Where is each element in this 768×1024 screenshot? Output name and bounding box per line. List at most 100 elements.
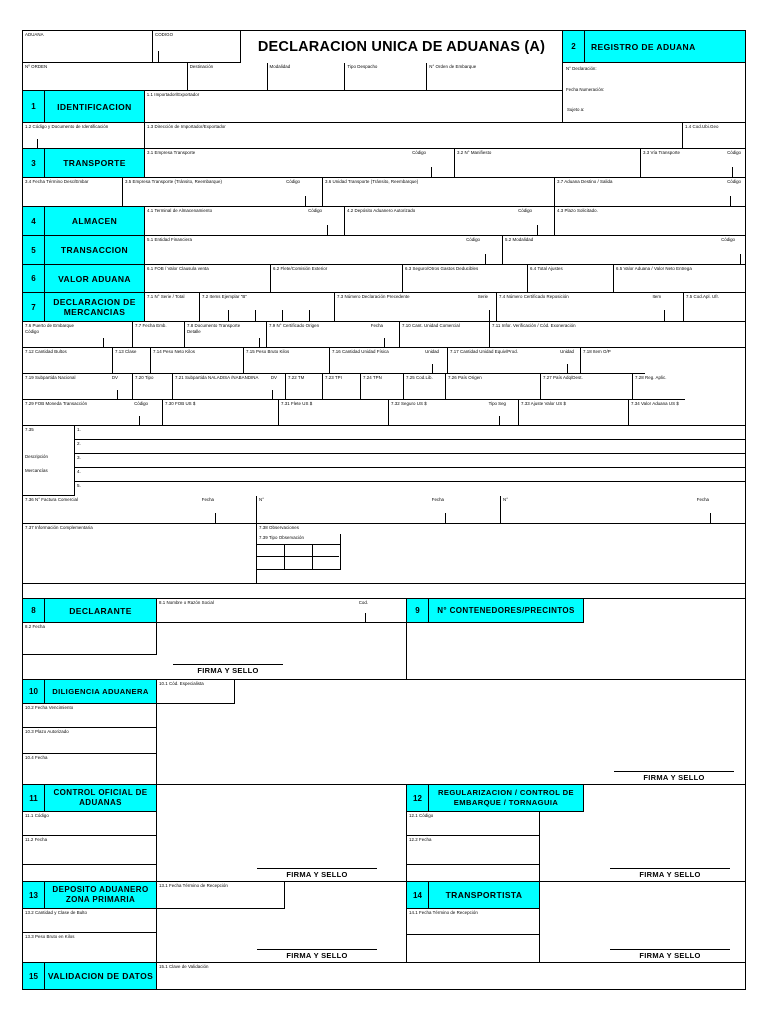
control-body[interactable]: FIRMA Y SELLO: [157, 812, 406, 881]
registro-details[interactable]: N° Declaración: Fecha Numeración: Sujeto…: [563, 63, 745, 123]
field-4-2[interactable]: 4.2 Depósito Aduanero Autorizado Código: [345, 207, 555, 236]
field-7-12[interactable]: 7.12 Cantidad Bultos: [23, 348, 113, 374]
field-15-1[interactable]: 15.1 Clave de Validación: [157, 963, 745, 989]
field-5-1[interactable]: 5.1 Entidad Financiera Código: [145, 236, 503, 265]
codigo-field[interactable]: CODIGO: [153, 31, 241, 63]
field-1-1[interactable]: 1.1 Importador/Exportador: [144, 91, 562, 123]
declarante-blank[interactable]: [157, 623, 406, 655]
field-10-4[interactable]: 10.4 Fecha: [23, 754, 156, 784]
field-7-9[interactable]: 7.9 N° Certificado Origen Fecha: [267, 322, 400, 348]
diligencia-blank-top[interactable]: [235, 680, 744, 704]
field-10-3[interactable]: 10.3 Plazo Autorizado: [23, 728, 156, 754]
tipo-observacion-cell[interactable]: [313, 557, 339, 569]
field-7-34[interactable]: 7.34 Valor Aduana US $: [629, 400, 745, 426]
contenedores-blank-top[interactable]: [584, 599, 744, 623]
modalidad-field[interactable]: Modalidad: [267, 63, 346, 91]
control-blank-top[interactable]: [157, 785, 406, 812]
field-7-13[interactable]: 7.13 Clase: [113, 348, 151, 374]
field-7-36-third[interactable]: N° Fecha: [501, 496, 745, 524]
diligencia-body[interactable]: FIRMA Y SELLO: [157, 704, 744, 784]
orden-embarque-field[interactable]: N° Orden de Embarque: [427, 63, 562, 91]
tipo-despacho-field[interactable]: Tipo Despacho: [345, 63, 428, 91]
deposito-blank-top[interactable]: [285, 882, 406, 909]
field-5-2[interactable]: 5.2 Modalidad Código: [503, 236, 745, 265]
list-item[interactable]: 1.: [75, 426, 745, 440]
orden-field[interactable]: Nº ORDEN: [23, 63, 188, 91]
field-7-10[interactable]: 7.10 Cant. Unidad Comercial: [400, 322, 490, 348]
field-3-2[interactable]: 3.2 N° Manifiesto: [455, 149, 641, 178]
deposito-body[interactable]: FIRMA Y SELLO: [157, 909, 406, 962]
field-7-5[interactable]: 7.5 Cod.Apl. Ufr.: [684, 293, 745, 322]
tipo-observacion-cell[interactable]: [313, 545, 339, 557]
field-4-1[interactable]: 4.1 Terminal de Almacenamiento Código: [145, 207, 345, 236]
field-7-11[interactable]: 7.11 Infor. Verificación / Cód. Exonerac…: [490, 322, 745, 348]
field-7-18[interactable]: 7.18 Item O/P: [581, 348, 645, 374]
field-11-2[interactable]: 11.2 Fecha: [23, 836, 156, 865]
field-3-4[interactable]: 3.4 Fecha Término Desc/Embar: [23, 178, 123, 207]
field-13-2[interactable]: 13.2 Cantidad y Clase de Bulto: [23, 909, 156, 933]
field-7-16[interactable]: 7.16 Cantidad Unidad Física Unidad: [330, 348, 448, 374]
list-item[interactable]: 4.: [75, 468, 745, 482]
field-7-7[interactable]: 7.7 Fecha Emb.: [133, 322, 185, 348]
aduana-field[interactable]: ADUANA: [23, 31, 153, 63]
field-11-1[interactable]: 11.1 Código: [23, 812, 156, 836]
contenedores-body[interactable]: [407, 623, 744, 679]
field-6-4[interactable]: 6.4 Total Ajustes: [528, 265, 614, 293]
field-13-1[interactable]: 13.1 Fecha Término de Recepción: [157, 882, 285, 909]
field-7-22[interactable]: 7.22 TM: [286, 374, 323, 400]
field-6-2[interactable]: 6.2 Flete/Comisión Exterior: [271, 265, 403, 293]
field-7-3[interactable]: 7.3 Número Declaración Precedente Serie: [335, 293, 497, 322]
field-6-5[interactable]: 6.5 Valor Aduana / Valor Neto Entrega: [614, 265, 745, 293]
regularizacion-blank-top[interactable]: [584, 785, 744, 812]
tipo-observacion-cell[interactable]: [257, 545, 285, 557]
transportista-blank-top[interactable]: [540, 882, 744, 909]
field-1-2[interactable]: 1.2 Código y Documento de Identificación: [23, 123, 145, 149]
field-7-25[interactable]: 7.25 Cod.Lib.: [404, 374, 446, 400]
destinacion-field[interactable]: Destinación: [187, 63, 268, 91]
field-7-33[interactable]: 7.33 Ajuste Valor US $: [519, 400, 629, 426]
field-3-1[interactable]: 3.1 Empresa Transporte Código: [145, 149, 455, 178]
field-7-14[interactable]: 7.14 Peso Neto Kilos: [151, 348, 244, 374]
field-6-1[interactable]: 6.1 FOB / Valor Clausula venta: [145, 265, 271, 293]
transportista-body[interactable]: FIRMA Y SELLO: [540, 909, 744, 962]
field-7-17[interactable]: 7.17 Cantidad Unidad Equiv/Prod. Unidad: [448, 348, 581, 374]
field-7-4[interactable]: 7.4 Número Certificado Reposición Item: [497, 293, 684, 322]
field-8-1[interactable]: 8.1 Nombre o Razón Social Cod.: [157, 599, 406, 623]
field-7-26[interactable]: 7.26 País Origen: [446, 374, 541, 400]
field-7-31[interactable]: 7.31 Flete US $: [279, 400, 389, 426]
field-7-1[interactable]: 7.1 N° Serie / Total: [145, 293, 200, 322]
field-7-21[interactable]: 7.21 Subpartida NALADISA /NABANDINA DV: [173, 374, 286, 400]
field-13-3[interactable]: 13.3 Peso Bruto en Kilos: [23, 933, 156, 962]
field-7-37[interactable]: 7.37 Información Complementaria: [23, 524, 257, 584]
field-4-3[interactable]: 4.3 Plazo Solicitado.: [555, 207, 745, 236]
field-7-8[interactable]: 7.8 Documento Transporte Detalle: [185, 322, 267, 348]
field-7-2[interactable]: 7.2 Items Ejemplar "B": [200, 293, 335, 322]
field-3-5[interactable]: 3.5 Empresa Transporte (Tránsito, Reemba…: [123, 178, 323, 207]
list-item[interactable]: 2.: [75, 440, 745, 454]
field-7-6[interactable]: 7.6 Puerto de Embarque Código: [23, 322, 133, 348]
regularizacion-body[interactable]: FIRMA Y SELLO: [540, 812, 744, 881]
field-1-4[interactable]: 1.4 Cod.Ubi.Geo: [683, 123, 745, 149]
field-7-24[interactable]: 7.24 TPN: [361, 374, 404, 400]
field-7-28[interactable]: 7.28 Reg. Aplic.: [633, 374, 685, 400]
field-10-2[interactable]: 10.2 Fecha Vencimiento: [23, 704, 156, 728]
tipo-observacion-cell[interactable]: [285, 545, 313, 557]
field-1-3[interactable]: 1.3 Dirección de Importador/Exportador: [145, 123, 683, 149]
field-6-3[interactable]: 6.3 Seguro/Otros Gastos Deducibles: [403, 265, 528, 293]
field-7-32[interactable]: 7.32 Seguro US $ Tipo Seg: [389, 400, 519, 426]
field-12-2[interactable]: 12.2 Fecha: [407, 836, 539, 865]
field-8-2[interactable]: 8.2 Fecha: [23, 623, 157, 655]
field-3-7[interactable]: 3.7 Aduana Destino / Salida Código: [555, 178, 745, 207]
field-7-29[interactable]: 7.29 FOB Moneda Transacción Código: [23, 400, 163, 426]
field-7-30[interactable]: 7.30 FOB US $: [163, 400, 279, 426]
field-3-3[interactable]: 3.3 Vía Transporte Código: [641, 149, 745, 178]
field-7-27[interactable]: 7.27 País Adq/Dest.: [541, 374, 633, 400]
list-item[interactable]: 3.: [75, 454, 745, 468]
field-12-1[interactable]: 12.1 Código: [407, 812, 539, 836]
field-14-1[interactable]: 14.1 Fecha Término de Recepción: [407, 909, 539, 935]
field-7-20[interactable]: 7.20 Tipo: [133, 374, 173, 400]
field-7-19[interactable]: 7.19 Subpartida Nacional DV: [23, 374, 133, 400]
field-7-23[interactable]: 7.23 TPI: [323, 374, 361, 400]
tipo-observacion-cell[interactable]: [257, 557, 285, 569]
field-10-1[interactable]: 10.1 Cód. Especialista: [157, 680, 235, 704]
